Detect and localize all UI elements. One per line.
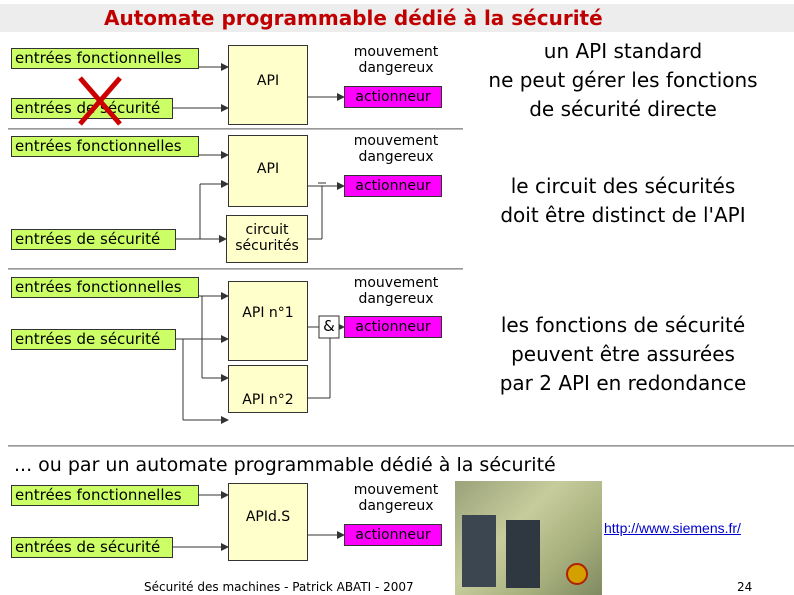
actuator-box: actionneur (344, 316, 442, 338)
bottom-heading: ... ou par un automate programmable dédi… (14, 454, 556, 476)
api-1-box: API n°1 (228, 281, 308, 361)
safety-inputs-box: entrées de sécurité (11, 229, 176, 250)
actuator-box: actionneur (344, 86, 442, 108)
page-number: 24 (737, 580, 753, 594)
apids-box: APId.S (228, 483, 308, 561)
functional-inputs-box: entrées fonctionnelles (11, 277, 199, 298)
slide-title: Automate programmable dédié à la sécurit… (104, 6, 603, 30)
separator (8, 128, 463, 130)
api-2-box: API n°2 (228, 365, 308, 413)
functional-inputs-box: entrées fonctionnelles (11, 485, 199, 506)
safety-inputs-box: entrées de sécurité (11, 537, 173, 558)
api-box: API (228, 45, 308, 125)
actuator-box: actionneur (344, 524, 442, 546)
footer-text: Sécurité des machines - Patrick ABATI - … (144, 580, 414, 594)
safety-inputs-box: entrées de sécurité (11, 329, 176, 350)
separator (8, 445, 794, 447)
functional-inputs-box: entrées fonctionnelles (11, 48, 199, 69)
api-box: API (228, 135, 308, 207)
functional-inputs-box: entrées fonctionnelles (11, 136, 199, 157)
and-gate-label: & (323, 317, 335, 335)
plc-cabinet-shape (506, 520, 540, 588)
plc-cabinet-shape (462, 515, 496, 587)
separator (8, 268, 463, 270)
emergency-stop-icon (566, 563, 588, 585)
red-cross-icon (78, 76, 122, 126)
siemens-link[interactable]: http://www.siemens.fr/ (604, 520, 741, 536)
slide-title-bar: Automate programmable dédié à la sécurit… (0, 4, 794, 32)
actuator-box: actionneur (344, 175, 442, 197)
